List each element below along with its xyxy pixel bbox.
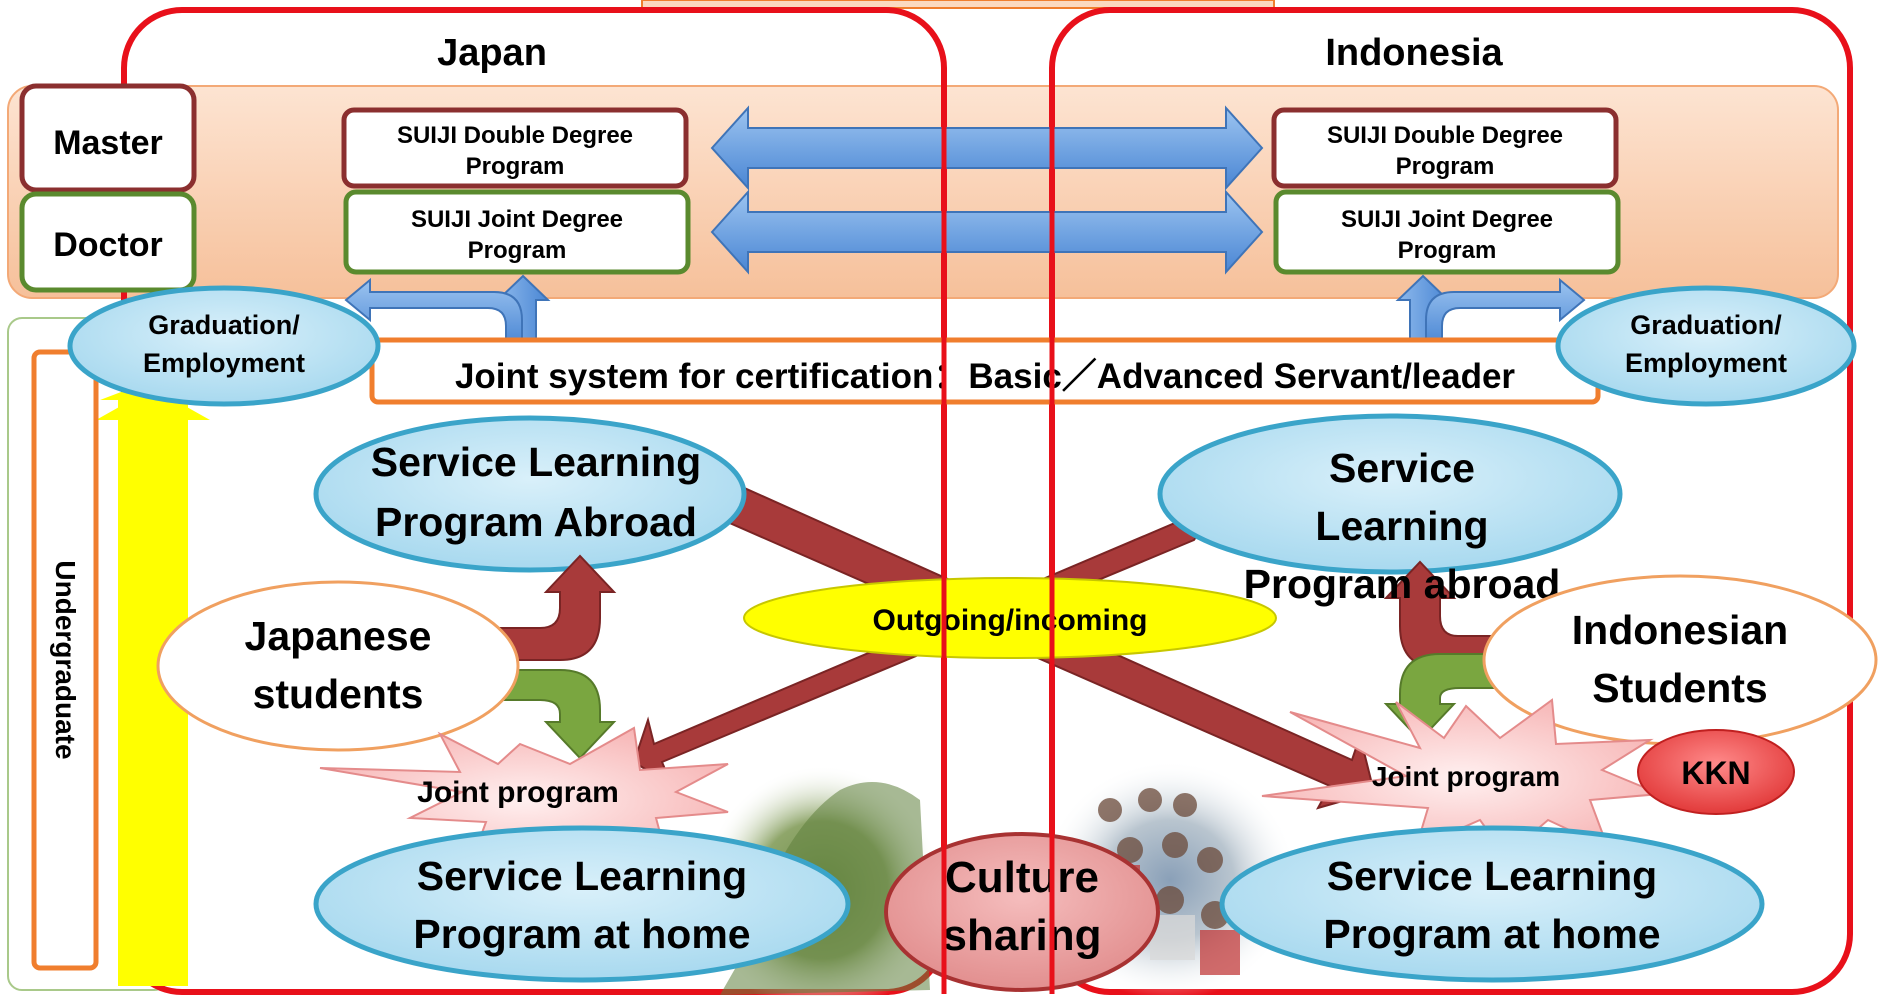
- id-joint-program-label: Joint program: [1372, 761, 1560, 792]
- jp-service-abroad-line2: Program Abroad: [375, 499, 697, 545]
- indonesian-students-line1: Indonesian: [1572, 607, 1788, 653]
- master-box: [19, 83, 197, 193]
- id-double-degree-line1: SUIJI Double Degree: [1327, 122, 1563, 149]
- kkn-ellipse: [1637, 729, 1795, 815]
- doctor-box: [19, 191, 197, 293]
- indonesia-title: Indonesia: [1325, 32, 1503, 74]
- outgoing-incoming-ellipse: [743, 577, 1277, 659]
- jp-graduation-arrow: [344, 277, 523, 346]
- graduation-left-line1: Graduation/: [148, 310, 300, 340]
- double-degree-arrow: [710, 105, 1264, 191]
- id-joint-degree-box: [1273, 189, 1621, 275]
- joint-degree-arrow: [710, 189, 1264, 275]
- certification-label: Joint system for certification：Basic／Adv…: [455, 357, 1515, 396]
- graduation-right-line1: Graduation/: [1630, 310, 1782, 340]
- jp-joint-degree-box: [343, 189, 691, 275]
- graduation-right-ellipse: [1555, 285, 1857, 407]
- id-service-home-ellipse: [1219, 825, 1765, 983]
- id-service-abroad-ellipse: [1157, 413, 1623, 575]
- id-double-degree-box: [1271, 107, 1619, 189]
- undergraduate-label: Undergraduate: [50, 560, 81, 759]
- jp-service-abroad-ellipse: [313, 415, 747, 573]
- graduation-left-line2: Employment: [143, 348, 305, 378]
- jp-double-degree-line2: Program: [466, 153, 565, 180]
- id-service-abroad-line3: Program abroad: [1244, 561, 1561, 607]
- japanese-students-line2: students: [253, 671, 424, 717]
- jp-service-home-line2: Program at home: [413, 911, 750, 957]
- id-service-home-line2: Program at home: [1323, 911, 1660, 957]
- id-double-degree-line2: Program: [1396, 153, 1495, 180]
- japan-title: Japan: [437, 32, 547, 74]
- doctor-label: Doctor: [53, 226, 163, 264]
- jp-service-abroad-line1: Service Learning: [371, 439, 701, 485]
- jp-double-degree-line1: SUIJI Double Degree: [397, 122, 633, 149]
- culture-sharing-ellipse: [884, 832, 1160, 992]
- japanese-students-ellipse: [156, 580, 520, 752]
- japanese-students-line1: Japanese: [245, 613, 432, 659]
- id-service-abroad-line1: Service: [1329, 445, 1475, 491]
- indonesian-students-line2: Students: [1592, 665, 1767, 711]
- id-service-abroad-line2: Learning: [1315, 503, 1488, 549]
- jp-joint-degree-line2: Program: [468, 237, 567, 264]
- graduation-right-line2: Employment: [1625, 348, 1787, 378]
- jp-joint-degree-line1: SUIJI Joint Degree: [411, 206, 623, 233]
- undergraduate-up-arrow: [96, 388, 210, 986]
- jp-service-home-ellipse: [313, 825, 851, 983]
- id-graduation-arrow: [1425, 277, 1586, 346]
- jp-joint-program-label: Joint program: [417, 776, 619, 809]
- id-service-home-line1: Service Learning: [1327, 853, 1657, 899]
- master-label: Master: [53, 124, 163, 162]
- graduation-left-ellipse: [67, 285, 381, 407]
- culture-sharing-line2: sharing: [943, 911, 1102, 960]
- kkn-label: KKN: [1681, 755, 1750, 791]
- outgoing-incoming-label: Outgoing/incoming: [873, 604, 1148, 637]
- id-joint-degree-line1: SUIJI Joint Degree: [1341, 206, 1553, 233]
- culture-sharing-line1: Culture: [945, 853, 1099, 902]
- jp-service-home-line1: Service Learning: [417, 853, 747, 899]
- id-joint-degree-line2: Program: [1398, 237, 1497, 264]
- top-edge-box: [641, 0, 1275, 9]
- undergraduate-box: [31, 349, 99, 971]
- jp-double-degree-box: [341, 107, 689, 189]
